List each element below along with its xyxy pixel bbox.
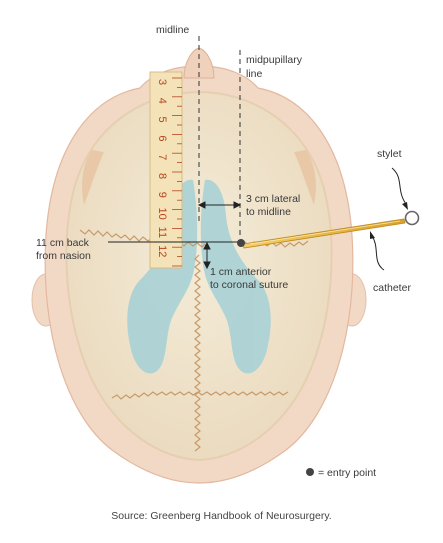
catheter-pointer	[371, 235, 385, 271]
ruler-number: 7	[156, 154, 168, 160]
ruler-number: 11	[156, 227, 168, 238]
stylet-label: stylet	[377, 148, 402, 160]
ruler: 3 4 5 6 7 8 9 10 11 12	[149, 71, 183, 269]
catheter-pointer-head	[370, 231, 375, 239]
nasion-distance-label-line2: from nasion	[36, 250, 91, 262]
ruler-number: 5	[156, 117, 168, 123]
midpupillary-label-line2: line	[246, 68, 263, 80]
catheter-label: catheter	[373, 282, 411, 294]
anterior-distance-arrow	[203, 241, 211, 270]
midline-label: midline	[156, 24, 190, 36]
ruler-number: 3	[156, 79, 168, 85]
lateral-distance-arrow	[197, 201, 242, 209]
right-temporal-fossa	[294, 150, 316, 205]
ruler-number: 8	[156, 173, 168, 179]
stylet-pointer-head	[402, 202, 408, 210]
anterior-distance-label: 1 cm anterior	[210, 266, 272, 278]
right-lateral-ventricle	[200, 179, 271, 374]
ruler-number: 4	[156, 98, 168, 104]
ruler-number: 12	[156, 245, 168, 257]
ruler-number: 9	[156, 192, 168, 198]
left-temporal-fossa	[82, 150, 104, 205]
entry-point-marker	[237, 239, 245, 247]
sagittal-suture	[194, 254, 201, 452]
entry-point-legend: = entry point	[318, 467, 377, 479]
stylet-ring	[404, 210, 420, 226]
legend-dot	[306, 468, 314, 476]
catheter-graphic	[242, 218, 406, 249]
source-caption: Source: Greenberg Handbook of Neurosurge…	[111, 510, 332, 522]
nasion-distance-label: 11 cm back	[36, 237, 89, 249]
stylet-pointer	[391, 167, 407, 205]
ruler-number: 6	[156, 135, 168, 141]
midpupillary-label: midpupillary	[246, 54, 303, 66]
lateral-distance-label: 3 cm lateral	[246, 193, 301, 205]
lambdoid-suture	[111, 391, 289, 400]
ruler-number: 10	[156, 207, 168, 219]
lateral-distance-label-line2: to midline	[246, 206, 291, 218]
anterior-distance-label-line2: to coronal suture	[210, 279, 289, 291]
skull	[65, 90, 333, 462]
